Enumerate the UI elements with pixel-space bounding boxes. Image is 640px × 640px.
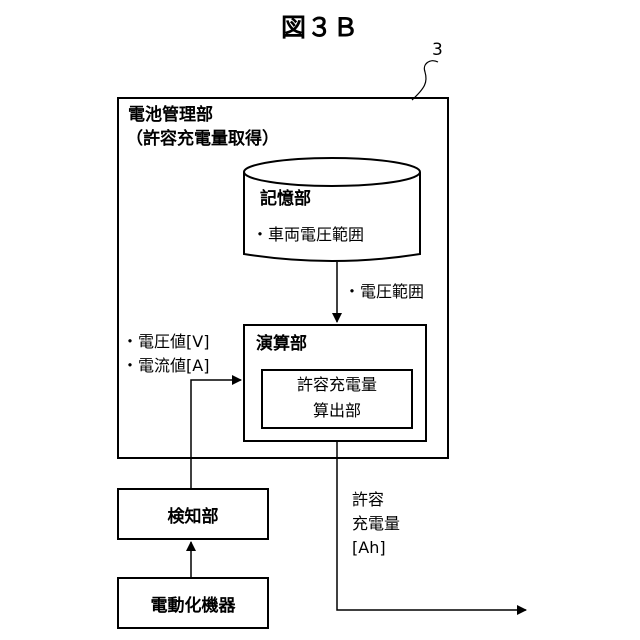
reference-leader-line [412,61,438,100]
allowable-charge-line1: 許容充電量 [262,374,412,396]
electrified-device-label: 電動化機器 [118,578,268,628]
detection-label: 検知部 [118,489,268,539]
output-label-line1: 許容 [352,489,384,511]
detection-to-calc-arrow [191,380,241,489]
voltage-value-label: ・電圧値[V] [122,331,209,353]
current-value-label: ・電流値[A] [122,355,209,377]
reference-number: 3 [432,40,443,60]
storage-item-vehicle-voltage-range: ・車両電圧範囲 [252,224,364,246]
battery-management-subtitle: （許容充電量取得） [126,128,279,150]
battery-management-title: 電池管理部 [128,104,213,126]
output-label-line2: 充電量 [352,513,400,535]
allowable-charge-line2: 算出部 [262,400,412,422]
calculation-title: 演算部 [256,333,307,355]
voltage-range-label: ・電圧範囲 [344,281,424,303]
output-label-line3: [Ah] [352,537,386,559]
storage-title: 記憶部 [260,188,311,210]
figure-title: 図３Ｂ [0,8,640,44]
